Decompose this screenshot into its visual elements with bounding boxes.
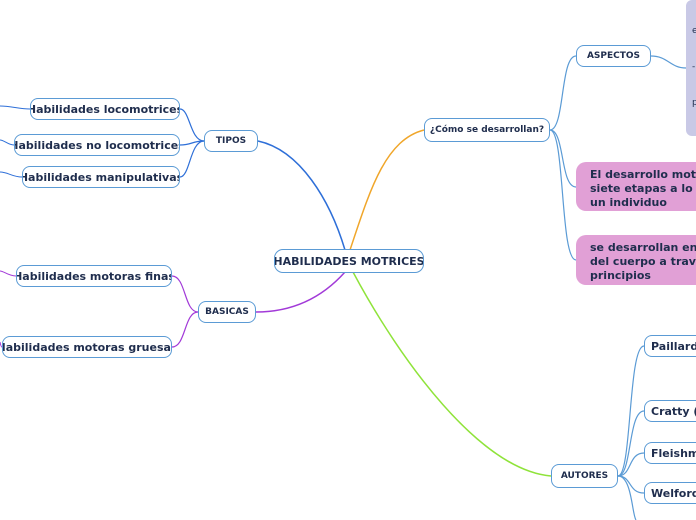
link-como-aspectos xyxy=(549,55,577,131)
link-locomotrices-out xyxy=(0,105,31,110)
desarrollan-box[interactable]: se desarrollan en dife del cuerpo a trav… xyxy=(576,235,696,285)
no-locomotrices-label: Habilidades no locomotrices xyxy=(14,138,180,152)
desarrollan-line-3: principios xyxy=(590,269,651,282)
link-tipos-locomotrices xyxy=(179,108,205,142)
link-basicas-finas xyxy=(171,275,199,313)
central-node-label: HABILIDADES MOTRICES xyxy=(274,254,424,268)
motoras-finas-label: Habilidades motoras finas xyxy=(16,269,172,283)
note-line: - xyxy=(692,133,696,136)
author-welford-node[interactable]: Welford xyxy=(644,482,696,504)
link-autores-paillard xyxy=(617,345,645,477)
desarrollo-motor-box[interactable]: El desarrollo motor p siete etapas a lo … xyxy=(576,162,696,211)
link-center-tipos xyxy=(257,140,346,251)
motoras-gruesas-label: Habilidades motoras gruesas xyxy=(2,340,172,354)
aspectos-note: e - p - s - p - fa - p xyxy=(686,0,696,136)
link-como-info1 xyxy=(549,129,577,188)
basicas-node[interactable]: BASICAS xyxy=(198,301,256,323)
link-tipos-manipulativas xyxy=(179,140,205,178)
author-cratty-node[interactable]: Cratty ( xyxy=(644,400,696,422)
link-autores-fleishm xyxy=(617,452,645,477)
link-autores-more xyxy=(617,475,637,520)
desarrollo-line-2: siete etapas a lo larg xyxy=(590,182,696,195)
link-center-como xyxy=(349,129,425,251)
link-basicas-gruesas xyxy=(171,311,199,348)
desarrollan-line-2: del cuerpo a través de xyxy=(590,255,696,268)
author-paillard-node[interactable]: Paillard xyxy=(644,335,696,357)
motoras-finas-node[interactable]: Habilidades motoras finas xyxy=(16,265,172,287)
desarrollo-line-3: un individuo xyxy=(590,196,667,209)
autores-label: AUTORES xyxy=(560,471,609,481)
author-welford-label: Welford xyxy=(651,486,696,500)
link-center-basicas xyxy=(255,271,346,313)
basicas-label: BASICAS xyxy=(205,307,249,317)
link-finas-out xyxy=(0,270,17,277)
locomotrices-node[interactable]: Habilidades locomotrices xyxy=(30,98,180,120)
author-cratty-label: Cratty ( xyxy=(651,404,696,418)
motoras-gruesas-node[interactable]: Habilidades motoras gruesas xyxy=(2,336,172,358)
link-manipulativas-out xyxy=(0,171,23,178)
autores-node[interactable]: AUTORES xyxy=(551,464,618,488)
link-como-info2 xyxy=(549,129,577,261)
central-node[interactable]: HABILIDADES MOTRICES xyxy=(274,249,424,273)
manipulativas-label: Habilidades manipulativas xyxy=(22,170,180,184)
desarrollan-line-1: se desarrollan en dife xyxy=(590,241,696,254)
author-paillard-label: Paillard xyxy=(651,339,696,353)
aspectos-label: ASPECTOS xyxy=(586,51,641,61)
manipulativas-node[interactable]: Habilidades manipulativas xyxy=(22,166,180,188)
link-autores-cratty xyxy=(617,410,645,477)
no-locomotrices-node[interactable]: Habilidades no locomotrices xyxy=(14,134,180,156)
aspectos-node[interactable]: ASPECTOS xyxy=(576,45,651,67)
author-fleishm-node[interactable]: Fleishm xyxy=(644,442,696,464)
link-autores-welford xyxy=(617,475,645,494)
author-fleishm-label: Fleishm xyxy=(651,446,696,460)
desarrollo-line-1: El desarrollo motor p xyxy=(590,168,696,181)
tipos-label: TIPOS xyxy=(215,136,247,146)
como-label: ¿Cómo se desarrollan? xyxy=(429,125,545,135)
link-gruesas-out xyxy=(0,341,3,348)
locomotrices-label: Habilidades locomotrices xyxy=(30,102,180,116)
note-line: e xyxy=(692,26,696,36)
link-aspectos-note xyxy=(650,55,687,69)
note-line: p xyxy=(692,98,696,108)
tipos-node[interactable]: TIPOS xyxy=(204,130,258,152)
como-node[interactable]: ¿Cómo se desarrollan? xyxy=(424,118,550,142)
note-line: - xyxy=(692,62,696,72)
link-center-autores xyxy=(352,271,552,477)
link-nolocomotrices-out xyxy=(0,139,15,146)
